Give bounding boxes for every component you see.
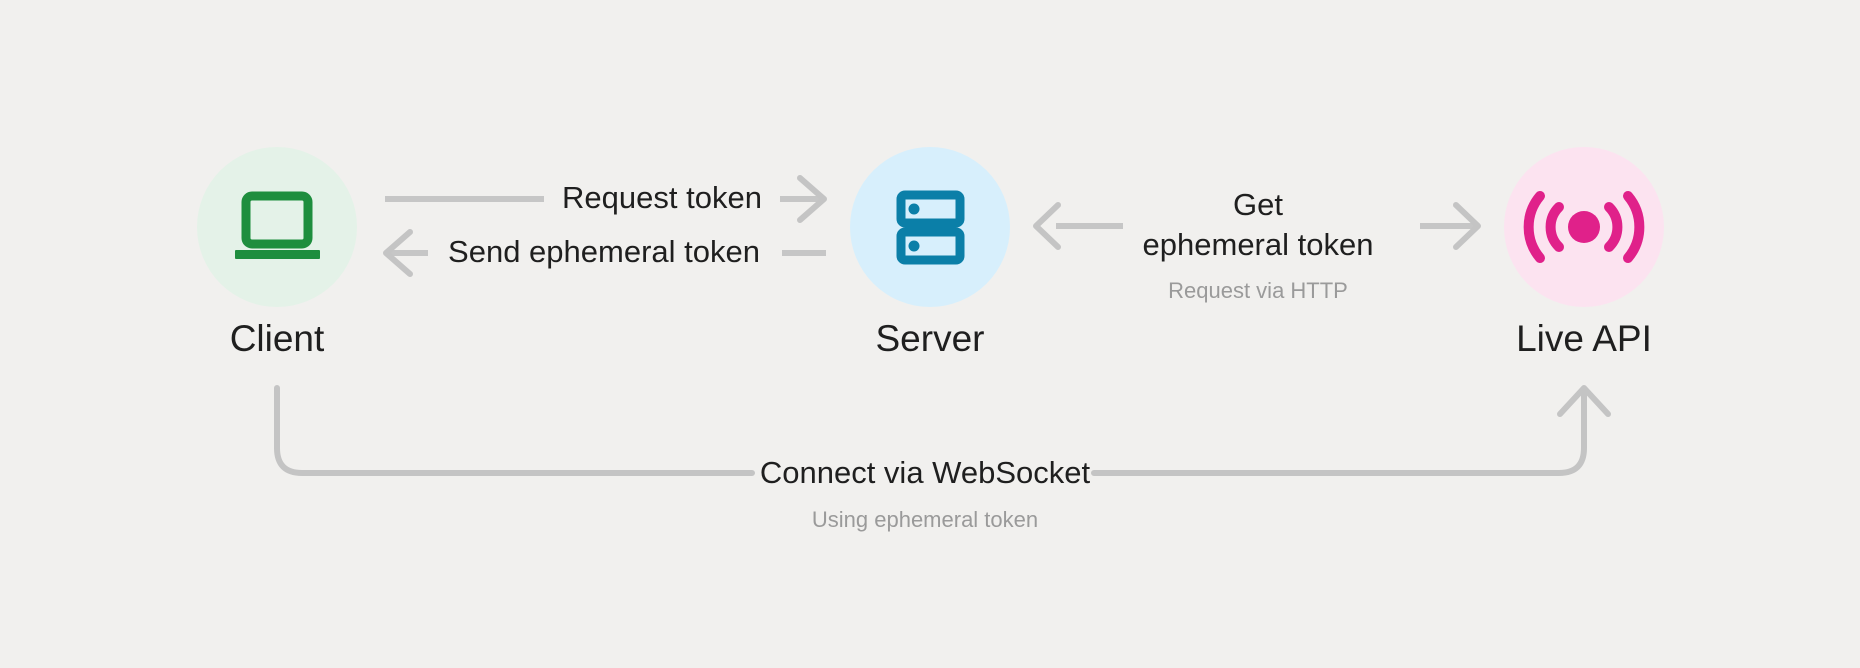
edge-sublabel-using-ephemeral-token: Using ephemeral token — [812, 507, 1038, 532]
edge-label-connect-via-websocket: Connect via WebSocket — [760, 455, 1091, 490]
laptop-icon — [235, 191, 320, 259]
websocket-left-path — [274, 385, 755, 476]
node-server[interactable]: Server — [850, 147, 1010, 359]
node-label-client: Client — [230, 318, 325, 359]
websocket-right-path — [1091, 387, 1587, 476]
request-token-arrowhead-right-icon — [797, 175, 827, 223]
edge-get-ephemeral-token: Get ephemeral token Request via HTTP — [1033, 187, 1481, 303]
node-label-server: Server — [876, 318, 985, 359]
edge-send-ephemeral-token: Send ephemeral token — [383, 229, 826, 277]
node-label-live-api: Live API — [1516, 318, 1652, 359]
server-rack-icon — [896, 190, 965, 265]
websocket-arrowhead-up-icon — [1557, 385, 1611, 417]
broadcast-signal-icon — [1523, 191, 1645, 263]
edge-sublabel-request-via-http: Request via HTTP — [1168, 278, 1348, 303]
edge-request-token: Request token — [385, 175, 827, 223]
edge-label-request-token: Request token — [562, 180, 762, 215]
edge-label-get-ephemeral-token-line2: ephemeral token — [1143, 227, 1374, 262]
get-ephemeral-token-arrowhead-right-icon — [1453, 202, 1481, 250]
edge-label-get-ephemeral-token-line1: Get — [1233, 187, 1283, 222]
edge-label-send-ephemeral-token: Send ephemeral token — [448, 234, 760, 269]
node-live-api[interactable]: Live API — [1504, 147, 1664, 359]
node-client[interactable]: Client — [197, 147, 357, 359]
edge-connect-via-websocket: Connect via WebSocket Using ephemeral to… — [274, 385, 1611, 532]
get-ephemeral-token-arrowhead-left-icon — [1033, 202, 1061, 250]
client-bubble — [197, 147, 357, 307]
send-ephemeral-token-arrowhead-left-icon — [383, 229, 413, 277]
